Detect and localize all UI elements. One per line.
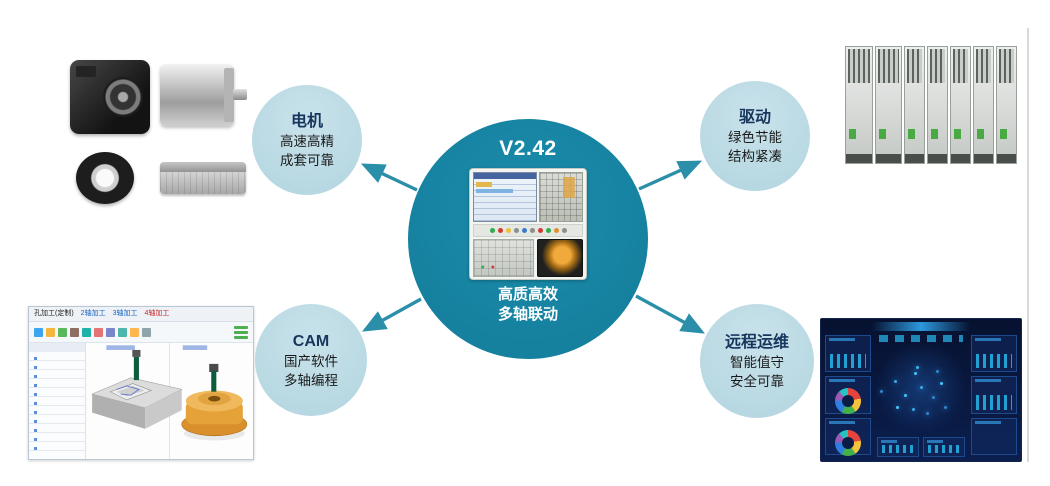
node-drive-line2: 结构紧凑	[728, 148, 782, 164]
drive-module	[845, 46, 873, 164]
controller-button	[513, 228, 519, 233]
controller-button	[545, 228, 551, 233]
node-drive-title: 驱动	[738, 108, 771, 126]
node-drive-line1: 绿色节能	[728, 129, 782, 145]
controller-keypad	[538, 172, 583, 222]
cam-tool-icon	[82, 327, 91, 337]
dashboard-panel	[971, 335, 1017, 373]
arrow-to-motor	[360, 163, 418, 192]
node-motor-line2: 成套可靠	[280, 152, 334, 168]
cam-option-checks	[234, 325, 248, 339]
node-cam: CAM 国产软件 多轴编程	[255, 304, 367, 416]
linear-motor-photo	[160, 162, 246, 194]
version-label: V2.42	[499, 137, 557, 160]
servo-motor-photo-1	[70, 60, 150, 134]
cam-viewport	[86, 343, 253, 459]
dashboard-left-panels	[825, 335, 871, 456]
controller-buttons	[473, 224, 583, 237]
cam-software-screenshot: 孔加工(定制) 2轴加工 3轴加工 4轴加工	[28, 306, 254, 460]
donut-chart	[835, 429, 861, 456]
drive-module	[904, 46, 926, 164]
node-motor-line1: 高速高精	[280, 133, 334, 149]
servo-motor-photo-2	[160, 64, 247, 126]
cam-toolbar	[29, 322, 253, 343]
drive-module	[950, 46, 972, 164]
cam-tool-icon	[106, 327, 115, 337]
drive-module	[927, 46, 949, 164]
node-cam-title: CAM	[292, 332, 330, 350]
cam-3d-parts	[91, 343, 248, 459]
dashboard-panel	[877, 437, 919, 457]
drive-module	[874, 46, 903, 164]
dashboard-bottom-panels	[877, 437, 965, 457]
controller-screen	[473, 172, 537, 222]
center-caption-line2: 多轴联动	[497, 306, 558, 323]
cam-tool-icon	[34, 327, 43, 337]
dashboard-panel	[825, 335, 871, 373]
dashboard-panel	[923, 437, 965, 457]
cam-tool-icon	[46, 327, 55, 337]
drive-cabinet-photo	[845, 46, 1018, 164]
cam-tree-panel	[29, 343, 86, 459]
dashboard-map	[877, 343, 965, 433]
cam-tool-icon	[130, 327, 139, 337]
cam-tab: 4轴加工	[144, 310, 170, 317]
controller-button	[521, 228, 527, 233]
node-motor-title: 电机	[290, 112, 323, 130]
cam-tab: 2轴加工	[80, 310, 106, 317]
controller-button	[505, 228, 511, 233]
drive-module	[996, 46, 1018, 164]
cam-ribbon-tabs: 孔加工(定制) 2轴加工 3轴加工 4轴加工	[29, 307, 253, 322]
controller-button	[561, 228, 567, 233]
dashboard-right-panels	[971, 335, 1017, 455]
node-motor: 电机 高速高精 成套可靠	[252, 85, 362, 195]
cnc-controller-photo	[469, 168, 587, 280]
cam-tab: 孔加工(定制)	[34, 310, 74, 317]
node-remote-title: 远程运维	[724, 333, 789, 351]
dashboard-panel	[971, 376, 1017, 414]
dashboard-title-bar	[872, 322, 970, 331]
cam-tab: 3轴加工	[112, 310, 138, 317]
dashboard-panel	[825, 376, 871, 415]
dashboard-kpi-row	[879, 335, 963, 342]
arrow-to-drive	[638, 160, 703, 191]
cam-tool-icon	[142, 327, 151, 337]
controller-button	[489, 228, 495, 233]
torque-motor-photo	[76, 152, 134, 204]
controller-button	[537, 228, 543, 233]
cam-tool-icon	[58, 327, 67, 337]
controller-button	[553, 228, 559, 233]
node-remote: 远程运维 智能值守 安全可靠	[700, 304, 814, 418]
cam-tool-icon	[94, 327, 103, 337]
cam-tool-icon	[118, 327, 127, 337]
controller-lower-keys	[473, 239, 534, 277]
center-caption-line1: 高质高效	[497, 286, 558, 303]
node-remote-line2: 安全可靠	[730, 373, 784, 389]
controller-secondary-screen	[536, 239, 583, 277]
node-cam-line2: 多轴编程	[284, 372, 338, 388]
dashboard-panel	[971, 417, 1017, 455]
remote-ops-dashboard-screenshot	[820, 318, 1022, 462]
node-cam-line1: 国产软件	[284, 353, 338, 369]
node-drive: 驱动 绿色节能 结构紧凑	[700, 81, 810, 191]
center-node: V2.42 高质高效 多轴联	[408, 119, 648, 359]
slide-edge-divider	[1027, 28, 1029, 462]
dashboard-panel	[825, 417, 871, 456]
controller-button	[497, 228, 503, 233]
node-remote-line1: 智能值守	[730, 354, 784, 370]
cam-tool-icon	[70, 327, 79, 337]
donut-chart	[835, 388, 861, 415]
motor-photos	[62, 50, 254, 208]
controller-button	[529, 228, 535, 233]
drive-module	[973, 46, 995, 164]
